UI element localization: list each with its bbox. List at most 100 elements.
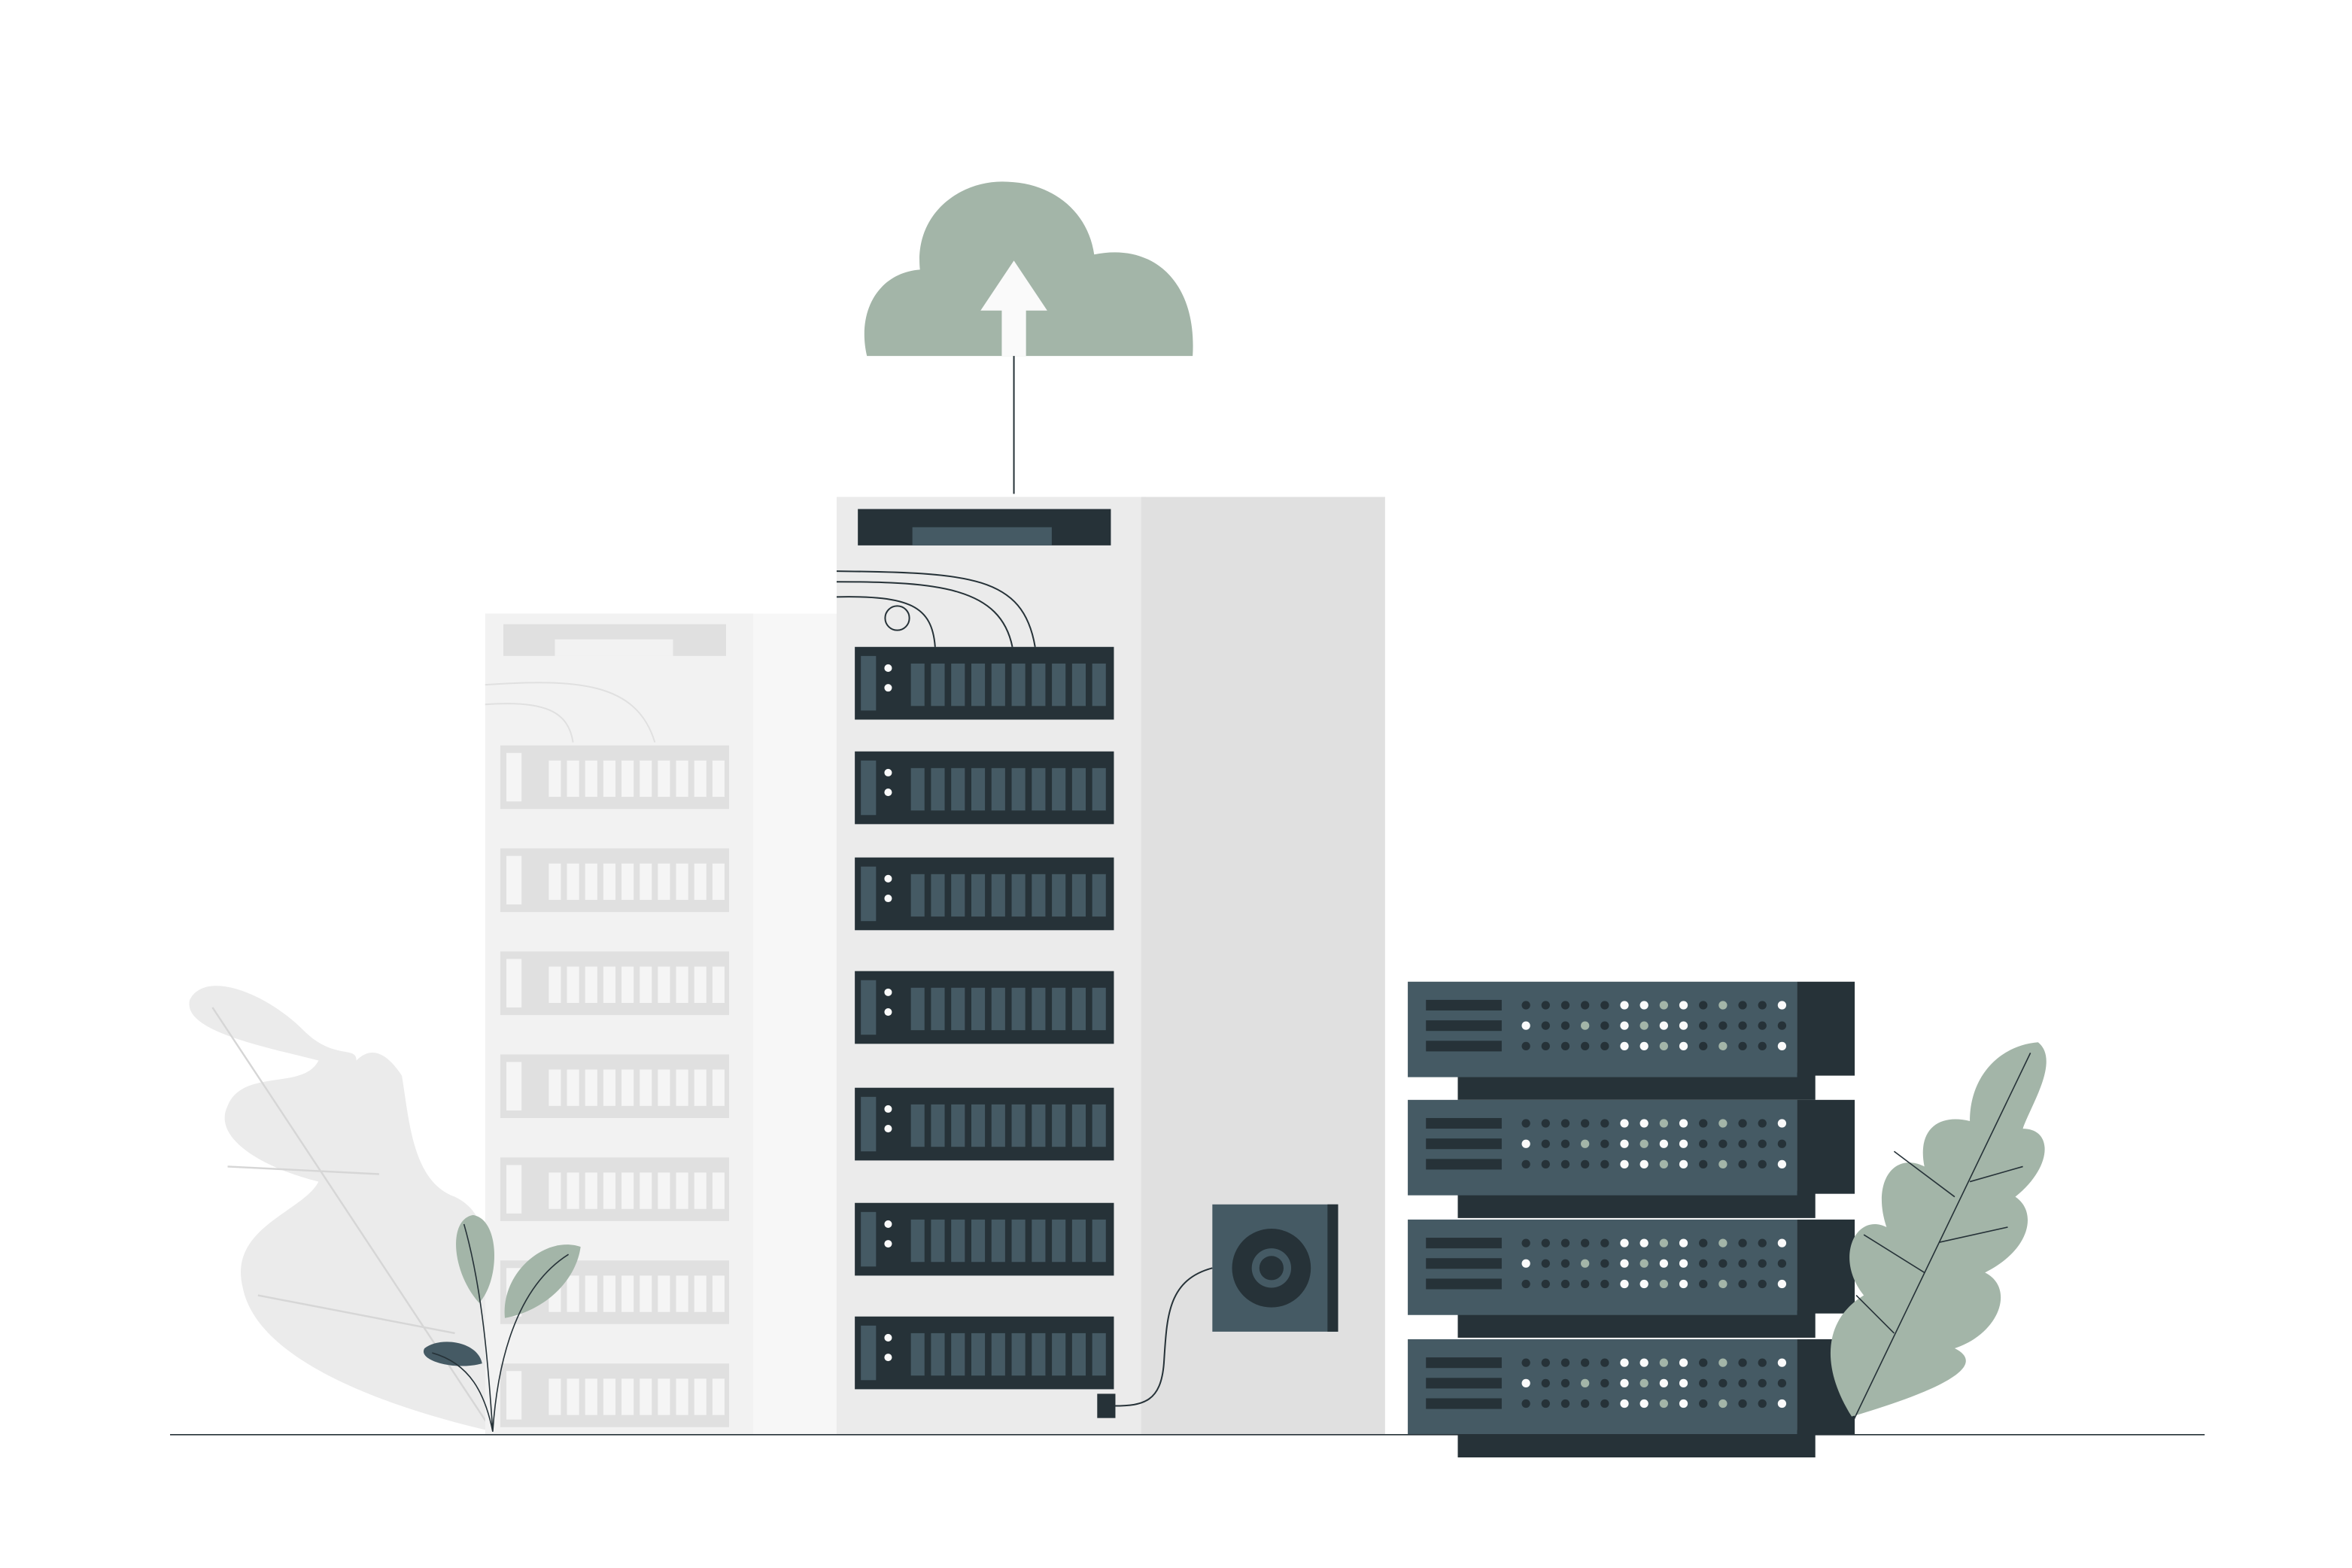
status-light [884, 1008, 892, 1016]
status-light [884, 1125, 892, 1133]
unit-slot [603, 1275, 615, 1312]
unit-slot [621, 1378, 634, 1415]
unit-slot [603, 1378, 615, 1415]
unit-slot [603, 760, 615, 798]
unit-slot [603, 966, 615, 1003]
unit-slot [1052, 663, 1066, 707]
vent-bar [1426, 1378, 1502, 1389]
led-light [1659, 1378, 1668, 1387]
unit-slot [1032, 663, 1046, 707]
unit-slot [548, 760, 561, 798]
vent-bar [1426, 999, 1502, 1011]
unit-handle [506, 959, 522, 1007]
led-light [1600, 1378, 1609, 1387]
led-light [1777, 1021, 1787, 1030]
led-light [1718, 1159, 1728, 1169]
led-light [1699, 1378, 1708, 1387]
led-light [1777, 1358, 1787, 1367]
led-light [1738, 1259, 1747, 1268]
led-light [1560, 1159, 1570, 1169]
led-light [1600, 1021, 1609, 1030]
server-unit [855, 1316, 1114, 1390]
led-light [1560, 1378, 1570, 1387]
led-light [1718, 1259, 1728, 1268]
unit-slot [971, 874, 986, 917]
unit-slot [1011, 1104, 1026, 1147]
led-light [1581, 1399, 1590, 1408]
unit-slot [621, 863, 634, 901]
unit-slot [658, 1069, 670, 1106]
led-light [1521, 1159, 1530, 1169]
unit-slot [1092, 1332, 1106, 1376]
led-light [1541, 1119, 1550, 1128]
unit-slot [931, 1104, 945, 1147]
led-light [1718, 1021, 1728, 1030]
led-light [1600, 1279, 1609, 1289]
unit-slot [676, 966, 688, 1003]
faded-server-unit [500, 1157, 730, 1221]
unit-slot [951, 767, 965, 811]
stack-server-unit [1408, 981, 1855, 1100]
unit-slot [931, 987, 945, 1031]
unit-slot [676, 1378, 688, 1415]
led-light [1718, 1399, 1728, 1408]
speaker-box [1097, 1204, 1339, 1418]
unit-slot [658, 863, 670, 901]
unit-slot [658, 1172, 670, 1209]
unit-slot [694, 1172, 707, 1209]
led-light [1560, 1358, 1570, 1367]
led-light [1521, 1399, 1530, 1408]
led-light [1659, 1399, 1668, 1408]
unit-slot [567, 1275, 579, 1312]
led-light [1718, 1001, 1728, 1010]
status-light [884, 1240, 892, 1248]
led-light [1521, 1238, 1530, 1247]
led-light [1679, 1238, 1688, 1247]
led-light [1679, 1159, 1688, 1169]
led-light [1758, 1399, 1767, 1408]
led-light [1541, 1139, 1550, 1148]
led-light [1600, 1238, 1609, 1247]
unit-slot [991, 767, 1005, 811]
unit-handle [861, 866, 877, 922]
unit-slot [621, 1172, 634, 1209]
led-light [1718, 1378, 1728, 1387]
led-light [1659, 1279, 1668, 1289]
unit-slot [1071, 987, 1086, 1031]
led-light [1581, 1238, 1590, 1247]
faded-server-unit [500, 745, 730, 810]
unit-handle [506, 752, 522, 802]
led-light [1581, 1259, 1590, 1268]
unit-slot [1032, 1332, 1046, 1376]
led-light [1620, 1259, 1629, 1268]
unit-slot [1032, 987, 1046, 1031]
led-light [1738, 1021, 1747, 1030]
led-light [1758, 1041, 1767, 1050]
server-unit [855, 857, 1114, 931]
led-light [1541, 1021, 1550, 1030]
vent-bar [1426, 1138, 1502, 1150]
unit-slot [694, 1069, 707, 1106]
led-light [1659, 1238, 1668, 1247]
led-light [1639, 1378, 1649, 1387]
led-light [1521, 1139, 1530, 1148]
unit-slot [567, 1378, 579, 1415]
led-light [1620, 1279, 1629, 1289]
unit-slot [640, 1275, 652, 1312]
stack-server-unit [1408, 1219, 1855, 1338]
led-light [1679, 1119, 1688, 1128]
unit-slot [910, 987, 925, 1031]
led-light [1560, 1259, 1570, 1268]
unit-slot [931, 767, 945, 811]
unit-slot [694, 863, 707, 901]
status-light [884, 684, 892, 692]
unit-slot [585, 1378, 597, 1415]
unit-side [1797, 981, 1855, 1076]
unit-slot [640, 863, 652, 901]
faded-server-unit [500, 1363, 730, 1427]
unit-side [1797, 1219, 1855, 1314]
led-light [1521, 1021, 1530, 1030]
led-light [1679, 1139, 1688, 1148]
led-light [1699, 1021, 1708, 1030]
faded-server-unit [500, 1260, 730, 1324]
